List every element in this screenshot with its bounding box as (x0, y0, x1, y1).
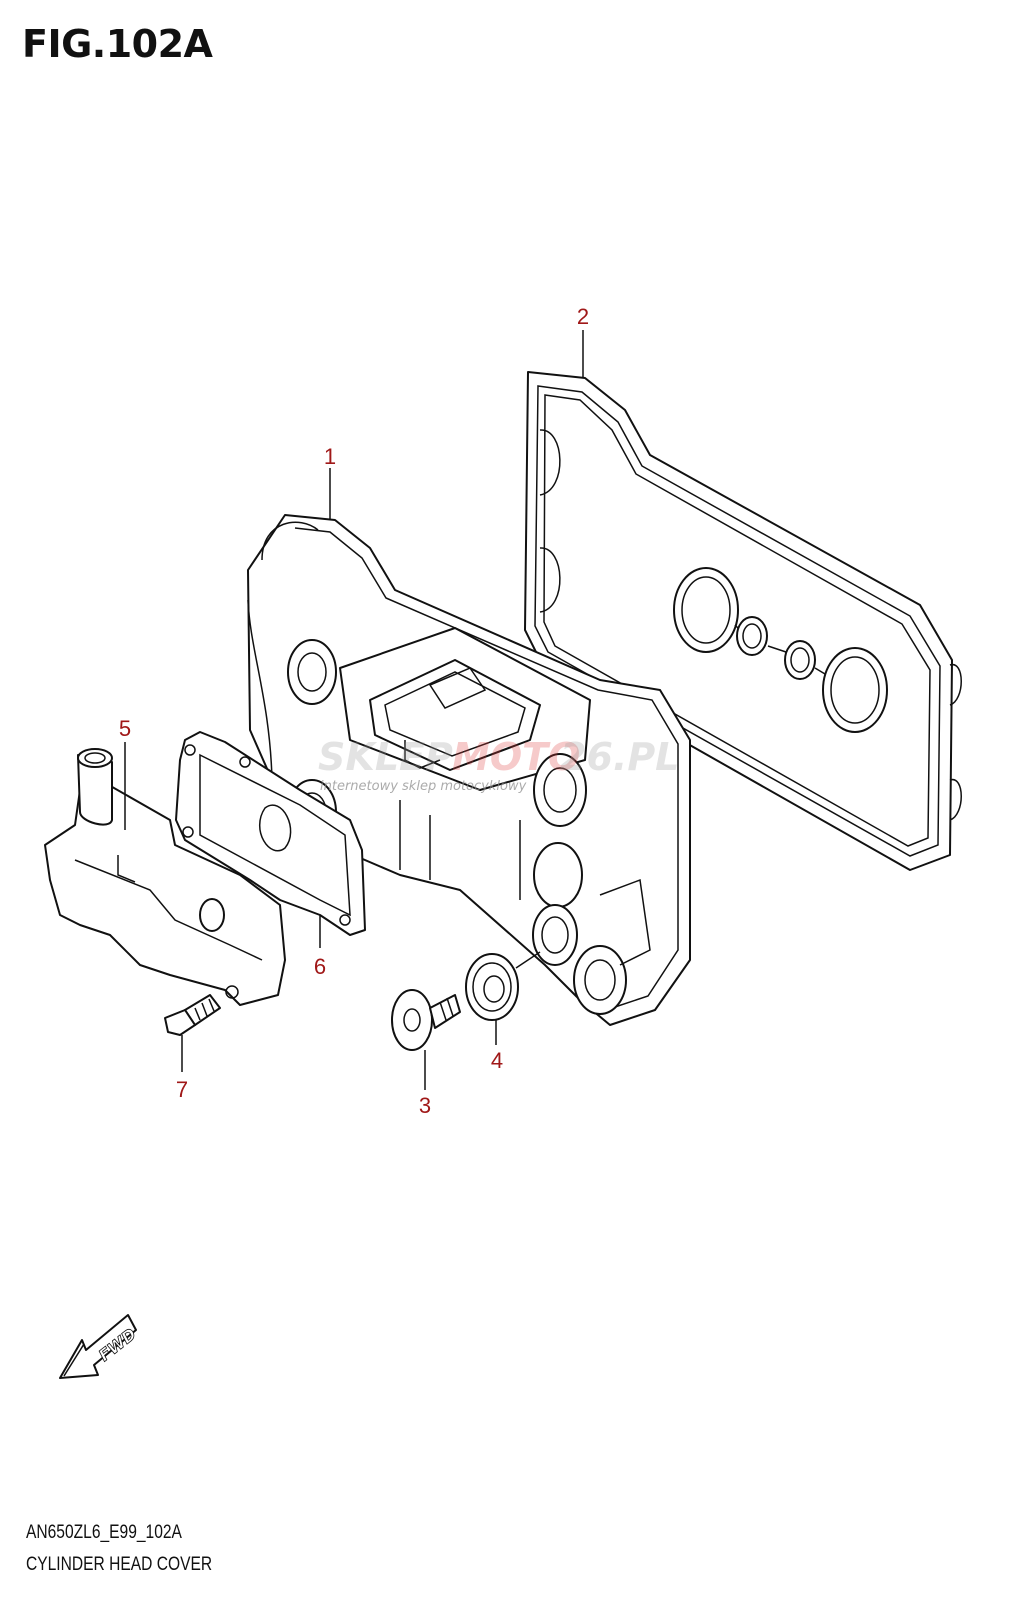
figure-name: CYLINDER HEAD COVER (26, 1554, 213, 1575)
watermark-brand-prefix: SKLEP (318, 735, 453, 779)
part-4-washer (465, 953, 519, 1021)
callout-4: 4 (491, 1048, 503, 1073)
part-6-gasket (175, 731, 366, 936)
part-7-bolt (164, 994, 221, 1036)
watermark-tagline: internetowy sklep motocyklowy (320, 779, 527, 794)
callout-7: 7 (176, 1077, 188, 1102)
leader-lines (124, 330, 584, 1090)
watermark-brand-tail: 26.PL (560, 735, 679, 779)
part-3-bolt (391, 989, 461, 1051)
part-5-housing (44, 748, 286, 1006)
figure-code: AN650ZL6_E99_102A (26, 1522, 182, 1543)
callout-6: 6 (314, 954, 326, 979)
callout-3: 3 (419, 1093, 431, 1118)
watermark-brand-suffix: MOTO (452, 735, 580, 779)
callout-2: 2 (577, 304, 589, 329)
part-2-gasket (524, 371, 962, 871)
callout-5: 5 (119, 716, 131, 741)
watermark: SKLEP MOTO 26.PL internetowy sklep motoc… (318, 735, 679, 794)
figure-title: FIG.102A (22, 22, 213, 66)
fwd-arrow-icon: FWD (59, 1314, 140, 1379)
callout-1: 1 (324, 444, 336, 469)
